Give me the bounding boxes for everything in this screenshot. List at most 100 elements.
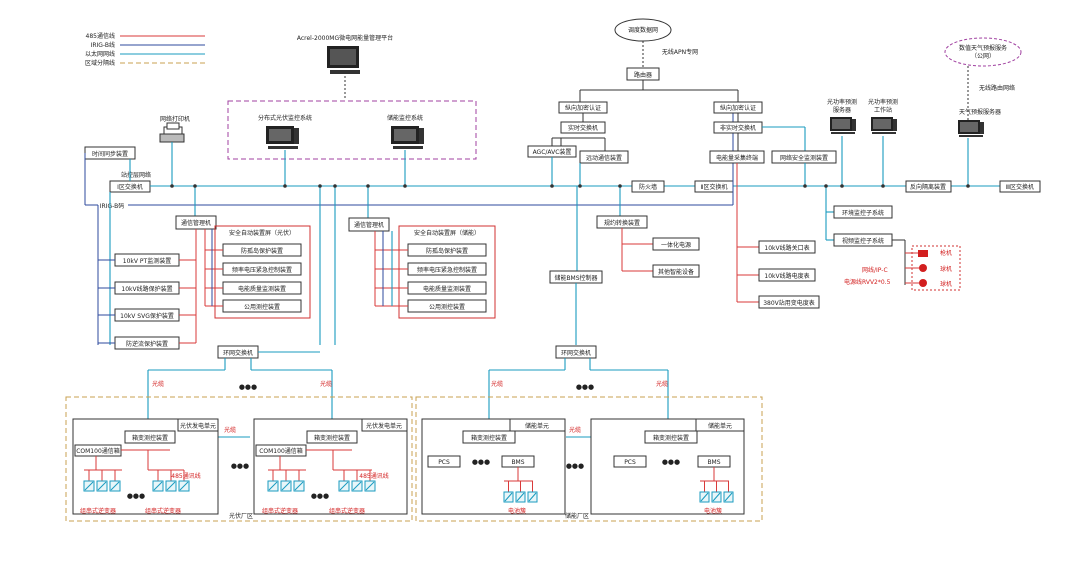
monitor-system-box [227, 100, 477, 160]
svg-text:视频监控子系统: 视频监控子系统 [842, 237, 884, 245]
weather-server-icon [958, 120, 984, 137]
weather-cloud-label: 数值天气预报服务 [959, 44, 1007, 52]
svg-text:储能BMS控制器: 储能BMS控制器 [554, 274, 597, 282]
svg-text:组串式逆变器: 组串式逆变器 [145, 507, 181, 515]
pv-monitor-computer-icon [266, 126, 299, 149]
svg-text:电池簇: 电池簇 [508, 507, 526, 515]
svg-text:光缆: 光缆 [224, 426, 236, 434]
video-net-label: 网线/IP-C [862, 266, 888, 274]
svg-text:Ⅰ区交换机: Ⅰ区交换机 [117, 183, 143, 191]
svg-text:防孤岛保护装置: 防孤岛保护装置 [426, 247, 468, 255]
svg-text:储能单元: 储能单元 [708, 422, 732, 430]
legend-485: 485通信线 [86, 32, 115, 40]
forecast-server-icon [830, 117, 856, 134]
svg-text:防火墙: 防火墙 [639, 183, 657, 191]
svg-text:●●●: ●●● [662, 458, 680, 466]
video-cameras: 枪机 球机 球机 网线/IP-C 电源线RVV2*0.5 [844, 245, 961, 291]
svg-text:箱变测控装置: 箱变测控装置 [132, 434, 168, 442]
svg-text:10kV线路关口表: 10kV线路关口表 [764, 244, 809, 252]
integrated-power [652, 237, 700, 251]
svg-text:电能质量监测装置: 电能质量监测装置 [238, 285, 286, 293]
svg-text:（公网）: （公网） [971, 53, 995, 60]
pv-zone-label: 光伏厂区 [229, 512, 253, 520]
svg-text:反向隔离装置: 反向隔离装置 [910, 183, 946, 191]
svg-text:光缆: 光缆 [491, 380, 503, 388]
svg-text:PCS: PCS [624, 459, 636, 466]
env-monitor [833, 205, 893, 219]
printer-label: 网络打印机 [160, 115, 190, 123]
svg-text:实时交换机: 实时交换机 [568, 124, 598, 132]
svg-text:BMS: BMS [707, 459, 720, 466]
legend-irig: IRIG-B线 [91, 41, 115, 49]
platform-computer-icon [327, 46, 360, 74]
svg-text:485通讯线: 485通讯线 [171, 472, 200, 480]
svg-text:工作站: 工作站 [874, 106, 892, 114]
reverse-isolation [905, 180, 952, 193]
svg-text:远动通信装置: 远动通信装置 [586, 154, 622, 162]
svg-text:●●●: ●●● [472, 458, 490, 466]
svg-text:组串式逆变器: 组串式逆变器 [329, 507, 365, 515]
dispatch-cloud-label: 调度数据网 [628, 26, 658, 34]
svg-text:组串式逆变器: 组串式逆变器 [80, 507, 116, 515]
svg-text:COM100通信箱: COM100通信箱 [76, 447, 120, 455]
line-meter-2 [758, 268, 816, 282]
weather-cloud-icon [944, 37, 1022, 67]
storage-monitor-label: 储能监控系统 [387, 114, 423, 122]
wireless-router-label: 无线路由网络 [979, 84, 1015, 92]
left-devices: 10kV PT监测装置 10kV线路保护装置 10kV SVG保护装置 防逆流保… [114, 253, 180, 350]
line-meter [758, 240, 816, 254]
svg-text:光缆: 光缆 [656, 380, 668, 388]
svg-text:储能单元: 储能单元 [525, 422, 549, 430]
svg-text:规约转换装置: 规约转换装置 [604, 219, 640, 227]
svg-text:●●●: ●●● [231, 462, 249, 470]
pv-zone [65, 396, 413, 522]
svg-text:●●●: ●●● [566, 462, 584, 470]
svg-text:Ⅲ区交换机: Ⅲ区交换机 [1006, 183, 1034, 191]
pv-safety-items: 防孤岛保护装置 频率电压紧急控制装置 电能质量监测装置 公用测控装置 [222, 243, 302, 313]
svg-text:485通讯线: 485通讯线 [359, 472, 388, 480]
time-sync-label: 时间同步装置 [92, 150, 128, 158]
zone3-switch [999, 180, 1041, 193]
svg-text:380V站用变电度表: 380V站用变电度表 [763, 299, 815, 307]
svg-text:路由器: 路由器 [634, 71, 652, 79]
platform-label: Acrel-2000MG微电网能量管理平台 [297, 34, 393, 42]
svg-text:电池簇: 电池簇 [704, 507, 722, 515]
realtime-switch [560, 121, 606, 134]
video-power-label: 电源线RVV2*0.5 [844, 278, 891, 286]
svg-text:频率电压紧急控制装置: 频率电压紧急控制装置 [232, 266, 292, 274]
svg-text:公用测控装置: 公用测控装置 [244, 303, 280, 311]
svg-text:COM100通信箱: COM100通信箱 [259, 447, 303, 455]
gun-cam-icon [918, 250, 928, 257]
station-net-label: 站控层网络 [121, 171, 151, 179]
svg-text:防逆流保护装置: 防逆流保护装置 [126, 340, 168, 348]
svg-text:安全自动装置屏（储能）: 安全自动装置屏（储能） [414, 229, 480, 237]
svg-text:环境监控子系统: 环境监控子系统 [842, 209, 884, 217]
storage-monitor-computer-icon [391, 126, 424, 149]
svg-text:●●●: ●●● [239, 383, 257, 391]
pv-monitor-label: 分布式光伏监控系统 [258, 114, 312, 122]
pv-safety-panel [214, 225, 311, 319]
svg-text:组串式逆变器: 组串式逆变器 [262, 507, 298, 515]
svg-text:一体化电源: 一体化电源 [661, 241, 691, 249]
dome-cam-icon-2 [919, 279, 927, 287]
svg-text:箱变测控装置: 箱变测控装置 [653, 434, 689, 442]
svg-text:PCS: PCS [438, 459, 450, 466]
svg-text:防孤岛保护装置: 防孤岛保护装置 [241, 247, 283, 255]
apn-label: 无线APN专网 [662, 48, 698, 56]
other-devices [652, 264, 700, 278]
svg-text:光伏发电单元: 光伏发电单元 [366, 422, 402, 430]
svg-text:环网交换机: 环网交换机 [223, 349, 253, 357]
printer-icon [159, 122, 185, 143]
svg-text:光缆: 光缆 [152, 380, 164, 388]
storage-unit-1: 储能单元 箱变测控装置 PCS BMS ●●● 电池簇 [421, 418, 566, 515]
svg-text:公用测控装置: 公用测控装置 [429, 303, 465, 311]
svg-text:箱变测控装置: 箱变测控装置 [314, 434, 350, 442]
battery-clusters [503, 481, 734, 503]
svg-text:通信管理机: 通信管理机 [181, 219, 211, 227]
forecast-ws-icon [871, 117, 897, 134]
storage-safety-items: 防孤岛保护装置 频率电压紧急控制装置 电能质量监测装置 公用测控装置 [407, 243, 487, 313]
svg-text:频率电压紧急控制装置: 频率电压紧急控制装置 [417, 266, 477, 274]
svg-text:球机: 球机 [940, 280, 952, 288]
svg-text:●●●: ●●● [576, 383, 594, 391]
svg-text:纵向加密认证: 纵向加密认证 [565, 104, 601, 112]
